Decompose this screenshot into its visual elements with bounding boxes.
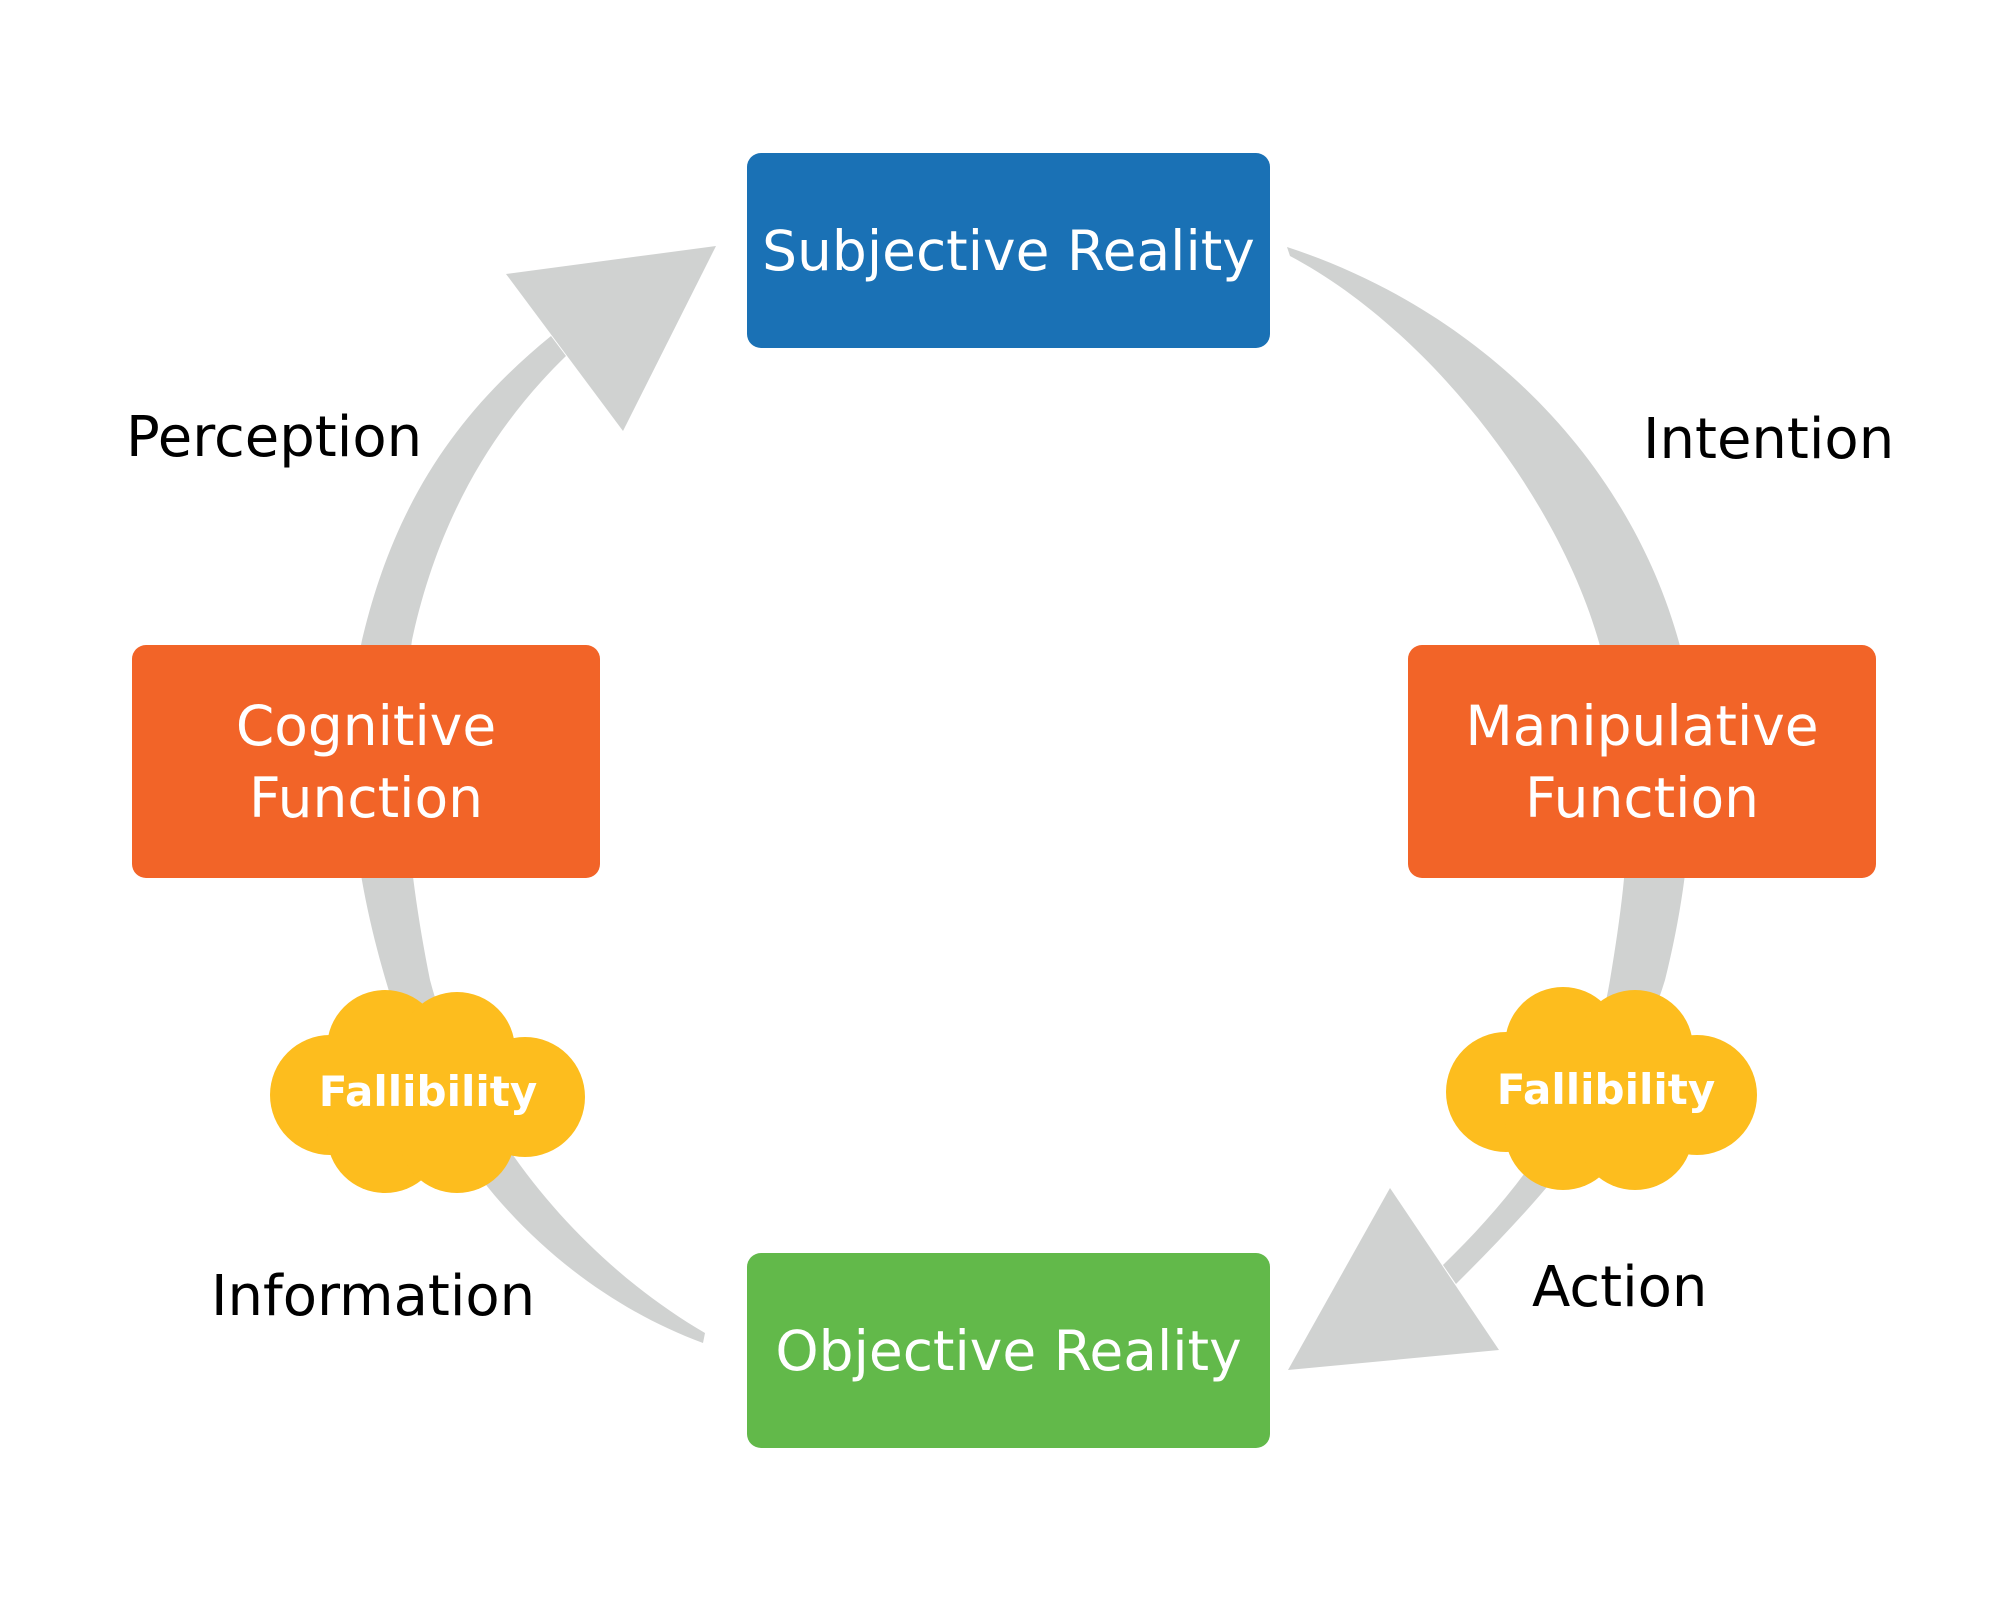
- perception-edge-label: Perception: [126, 405, 423, 470]
- action-arrowhead: [1288, 1188, 1499, 1370]
- cloud-core: [1506, 1037, 1697, 1147]
- cognitive-function-node: Cognitive Function: [132, 645, 600, 878]
- perception-arrowhead: [506, 246, 716, 431]
- cognitive-function-label-line1: Cognitive: [235, 693, 497, 758]
- cloud-core: [330, 1040, 525, 1150]
- manipulative-function-label-line1: Manipulative: [1465, 693, 1819, 758]
- right-cycle-arrow-shaft: [1287, 247, 1692, 1284]
- objective-reality-label: Objective Reality: [775, 1318, 1242, 1383]
- subjective-reality-label: Subjective Reality: [762, 218, 1255, 283]
- manipulative-function-node: Manipulative Function: [1408, 645, 1876, 878]
- manipulative-function-label-line2: Function: [1525, 765, 1759, 830]
- action-edge-label: Action: [1532, 1255, 1708, 1320]
- information-edge-label: Information: [211, 1264, 536, 1329]
- fallibility-label-left: Fallibility: [319, 1067, 537, 1116]
- intention-edge-label: Intention: [1643, 407, 1895, 472]
- objective-reality-node: Objective Reality: [747, 1253, 1270, 1448]
- cognitive-function-label-line2: Function: [249, 765, 483, 830]
- fallibility-cloud-left: Fallibility: [270, 990, 585, 1193]
- fallibility-cloud-right: Fallibility: [1446, 987, 1757, 1190]
- subjective-reality-node: Subjective Reality: [747, 153, 1270, 348]
- fallibility-label-right: Fallibility: [1497, 1065, 1715, 1114]
